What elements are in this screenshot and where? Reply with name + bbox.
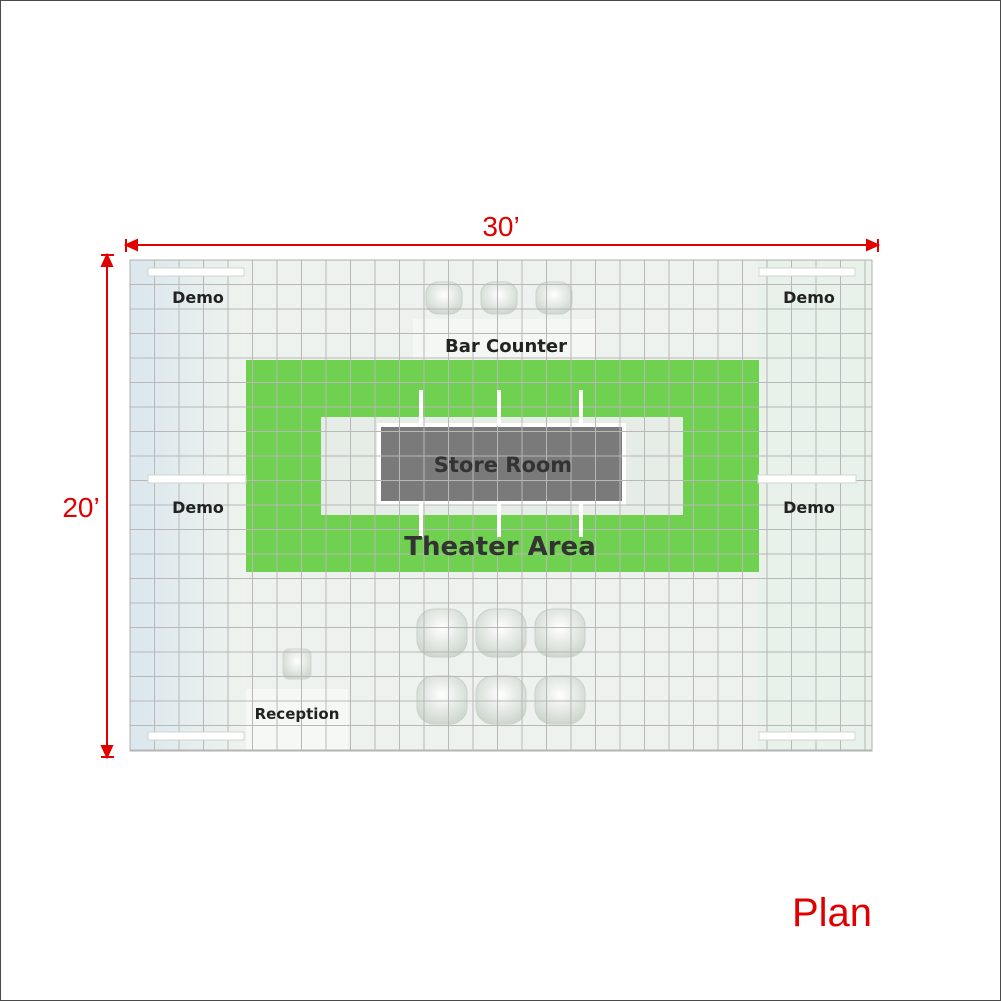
wall-bar-bottom-left: [147, 731, 245, 741]
post: [579, 390, 583, 426]
store-room-posts: [419, 390, 583, 537]
demo-label-top-right: Demo: [783, 288, 835, 307]
wall-bar-mid-left: [147, 474, 247, 484]
bar-counter-block: [413, 319, 595, 359]
post: [497, 390, 501, 426]
wall-bar-top-left: [147, 267, 245, 277]
chair: [416, 608, 468, 658]
post: [419, 501, 423, 537]
view-label: Plan: [792, 891, 872, 935]
chair: [475, 675, 527, 725]
chair: [534, 675, 586, 725]
width-dimension: [123, 238, 881, 252]
bar-counter-label: Bar Counter: [445, 336, 567, 357]
booth-outline: [129, 259, 873, 752]
depth-dimension: [100, 252, 114, 760]
store-room-block: [377, 423, 626, 505]
chair: [535, 281, 573, 315]
reception-desk: [246, 689, 348, 751]
chair: [534, 608, 586, 658]
theater-area-label: Theater Area: [404, 532, 595, 562]
post: [579, 501, 583, 537]
post: [497, 501, 501, 537]
wall-bar-mid-right: [757, 474, 857, 484]
chair: [480, 281, 518, 315]
width-label: 30’: [482, 211, 519, 242]
chair: [475, 608, 527, 658]
wall-bar-bottom-right: [758, 731, 856, 741]
demo-label-mid-right: Demo: [783, 498, 835, 517]
reception-label: Reception: [255, 705, 340, 723]
wall-bar-top-right: [758, 267, 856, 277]
reception-stool: [282, 648, 312, 680]
demo-label-top-left: Demo: [172, 288, 224, 307]
depth-label: 20’: [62, 492, 99, 523]
post: [419, 390, 423, 426]
chair: [425, 281, 463, 315]
wall-bars: [147, 267, 857, 741]
store-room-label: Store Room: [434, 453, 572, 477]
seating-group: [416, 281, 586, 725]
demo-label-mid-left: Demo: [172, 498, 224, 517]
